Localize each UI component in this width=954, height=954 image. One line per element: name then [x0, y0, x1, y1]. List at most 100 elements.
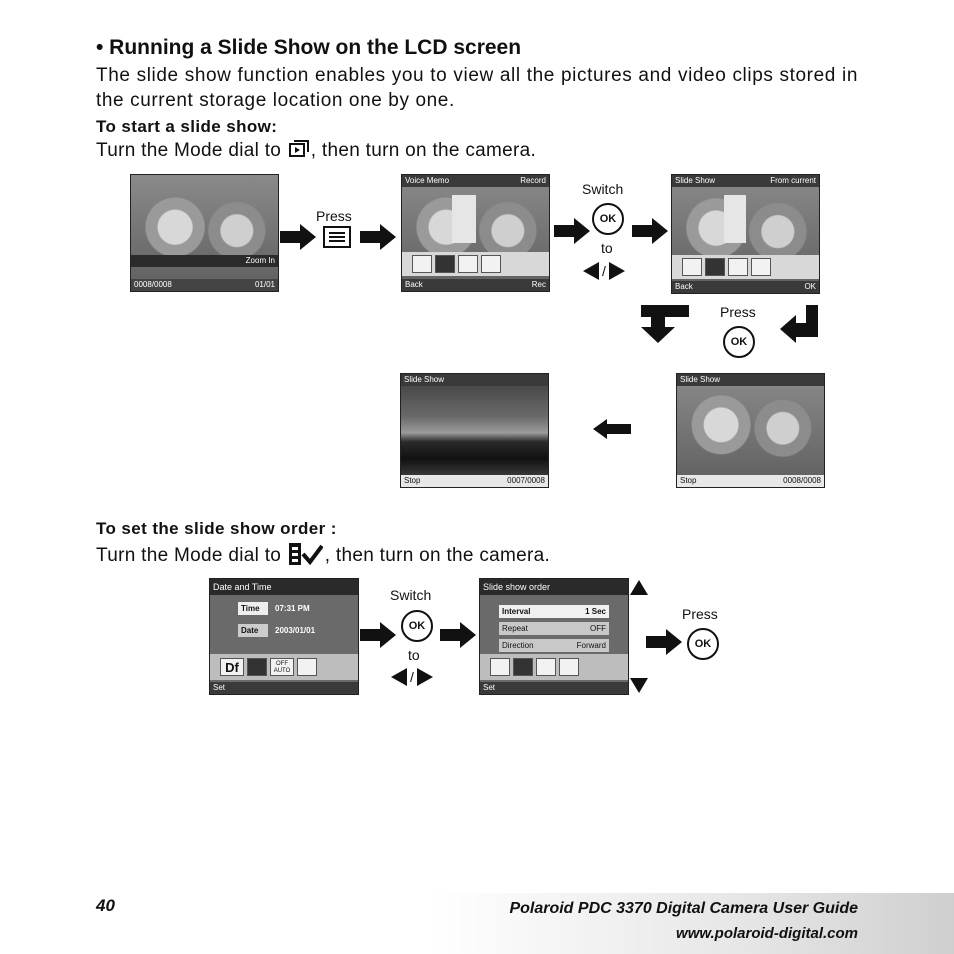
repeat-value: OFF: [590, 624, 606, 633]
intro-paragraph: The slide show function enables you to v…: [96, 65, 858, 111]
slide-show-order-screen: Slide show order Interval 1 Sec Repeat O…: [479, 578, 629, 695]
record-options: [452, 195, 476, 243]
interval-row: Interval 1 Sec: [499, 605, 609, 618]
left-key-icon: [583, 262, 599, 280]
voice-memo-screen: Voice Memo Record Back Rec: [401, 174, 550, 292]
slide-show-icon: [705, 258, 725, 276]
stop-label: Stop: [404, 476, 421, 485]
slideshow-titlebar: Slide Show: [677, 374, 824, 386]
people-icon: [559, 658, 579, 676]
left-right-keys: /: [391, 668, 433, 686]
repeat-row: Repeat OFF: [499, 622, 609, 635]
landscape-photo: [401, 374, 548, 487]
switch-label-2: Switch: [390, 587, 432, 603]
format-icon: Df: [220, 658, 244, 676]
date-time-screen: Date and Time Time 07:31 PM Date 2003/01…: [209, 578, 359, 695]
slideshow-titlebar: Slide Show: [401, 374, 548, 386]
direction-row: Direction Forward: [499, 639, 609, 652]
auto-text: AUTO: [273, 668, 291, 674]
order-heading: To set the slide show order :: [96, 519, 337, 538]
back-label: Back: [675, 282, 693, 291]
setup-icon-bar: Df OFF AUTO: [210, 654, 358, 680]
set-label: Set: [483, 683, 496, 692]
start-heading: To start a slide show:: [96, 117, 278, 136]
interval-value: 1 Sec: [585, 607, 606, 616]
date-time-title: Date and Time: [213, 582, 272, 592]
switch-label-1: Switch: [582, 181, 624, 197]
start-text-before: Turn the Mode dial to: [96, 140, 282, 161]
children-photo: [677, 374, 824, 487]
left-key-icon: [391, 668, 407, 686]
zoom-label: Zoom In: [245, 256, 275, 265]
ok-button-icon: OK: [401, 610, 433, 642]
slideshow-counter: 0007/0008: [507, 476, 545, 485]
left-right-keys: /: [583, 262, 625, 280]
order-text-after: , then turn on the camera.: [324, 545, 551, 566]
start-text-after: , then turn on the camera.: [310, 140, 537, 161]
slide-show-icon: [481, 255, 501, 273]
slide-show-bottombar: Back OK: [672, 281, 819, 293]
interval-label: Interval: [502, 607, 531, 616]
playback-screen: Zoom In 0008/0008 01/01: [130, 174, 279, 292]
menu-button-icon: [323, 226, 351, 248]
playback-mode-icon: [288, 140, 309, 157]
direction-label: Direction: [502, 641, 534, 650]
right-key-icon: [416, 668, 433, 686]
to-label-1: to: [601, 240, 613, 256]
print-icon: [412, 255, 432, 273]
protect-icon: [458, 255, 478, 273]
voice-memo-bottombar: Back Rec: [402, 279, 549, 291]
date-label: Date: [238, 624, 268, 637]
guide-title: Polaroid PDC 3370 Digital Camera User Gu…: [509, 900, 858, 917]
slideshow-bottombar: Stop 0007/0008: [401, 475, 548, 487]
ok-button-icon: OK: [687, 628, 719, 660]
protect-icon: [682, 258, 702, 276]
slideshow-title: Slide Show: [680, 375, 721, 384]
set-label: Set: [213, 683, 226, 692]
right-arrow-icon: [360, 622, 396, 648]
back-label: Back: [405, 280, 423, 289]
slide-show-titlebar: Slide Show From current: [672, 175, 819, 187]
website-link[interactable]: www.polaroid-digital.com: [676, 925, 858, 942]
right-arrow-icon: [280, 224, 316, 250]
order-bottombar: Set: [480, 682, 628, 694]
print-icon: [297, 658, 317, 676]
print-icon: [490, 658, 510, 676]
slideshow-title: Slide Show: [404, 375, 445, 384]
slide-show-icon-bar: [672, 255, 819, 279]
voice-memo-icon: [435, 255, 455, 273]
slash-1: /: [602, 263, 606, 279]
date-time-titlebar: Date and Time: [210, 579, 358, 595]
footer-band: [430, 893, 954, 954]
off-text: OFF: [276, 661, 288, 667]
children-photo: [131, 175, 278, 291]
order-title: Slide show order: [483, 582, 551, 592]
slideshow-landscape-screen: Slide Show Stop 0007/0008: [400, 373, 549, 488]
sound-icon: [536, 658, 556, 676]
return-arrow-icon: [780, 305, 818, 343]
print-icon: [751, 258, 771, 276]
record-title: Record: [520, 176, 546, 185]
slideshow-photo-screen: Slide Show Stop 0008/0008: [676, 373, 825, 488]
order-text-before: Turn the Mode dial to: [96, 545, 282, 566]
ok-button-icon: OK: [592, 203, 624, 235]
date-value: 2003/01/01: [275, 626, 316, 635]
photo-counter: 0008/0008: [134, 280, 172, 289]
to-label-2: to: [408, 647, 420, 663]
playback-icon-bar: [402, 252, 549, 276]
slideshow-counter: 0008/0008: [783, 476, 821, 485]
order-titlebar: Slide show order: [480, 579, 628, 595]
zoom-bar: Zoom In: [131, 255, 278, 267]
slide-show-icon: [513, 658, 533, 676]
repeat-label: Repeat: [502, 624, 528, 633]
ok-button-icon: OK: [723, 326, 755, 358]
down-bent-arrow-icon: [641, 305, 689, 343]
time-value: 07:31 PM: [275, 604, 310, 613]
voice-memo-title: Voice Memo: [405, 176, 450, 185]
left-arrow-icon: [593, 419, 631, 439]
down-key-icon: [630, 678, 648, 693]
slide-show-options: [724, 195, 746, 243]
voice-memo-titlebar: Voice Memo Record: [402, 175, 549, 187]
ok-enter-label: OK: [804, 282, 816, 291]
right-arrow-icon: [440, 622, 476, 648]
